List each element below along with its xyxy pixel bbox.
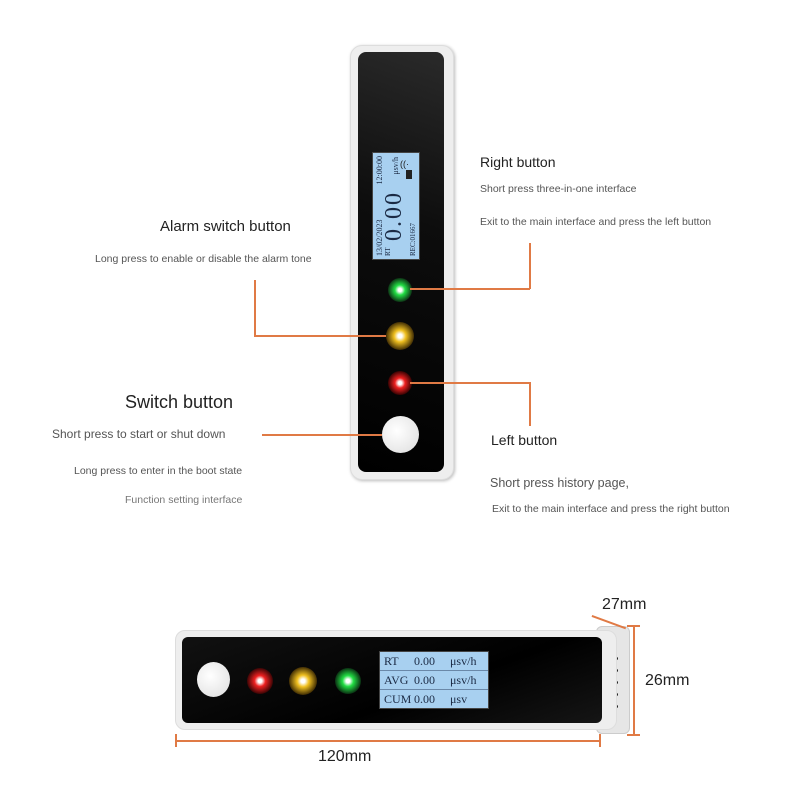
alarm-button-title: Alarm switch button xyxy=(160,218,291,235)
right-button-desc: Exit to the main interface and press the… xyxy=(480,216,712,228)
battery-icon xyxy=(406,170,412,179)
dimension-tick xyxy=(627,734,640,736)
lcd-unit: μsv xyxy=(450,691,468,706)
dimension-tick xyxy=(599,734,601,747)
yellow-led xyxy=(386,322,414,350)
alarm-callout-line-h xyxy=(254,335,386,337)
left-callout-line xyxy=(529,382,531,426)
right-button-desc: Short press three-in-one interface xyxy=(480,183,637,195)
lcd-value: 0.00 xyxy=(381,191,407,241)
lcd-value: 0.00 xyxy=(414,653,435,668)
device-face xyxy=(358,52,444,472)
lcd-unit: μsv/h xyxy=(450,672,477,687)
depth-label: 27mm xyxy=(602,596,647,613)
red-led xyxy=(388,371,412,395)
left-button-title: Left button xyxy=(491,432,558,448)
lcd-rec: REC:01667 xyxy=(409,222,417,256)
lcd-mode: RT xyxy=(384,247,392,256)
alarm-button-desc: Long press to enable or disable the alar… xyxy=(95,253,312,265)
lcd-unit: μsv/h xyxy=(450,653,477,668)
lcd-label: CUM xyxy=(384,691,412,706)
height-label: 26mm xyxy=(645,672,690,689)
lcd-row: AVG 0.00 μsv/h xyxy=(380,671,488,690)
height-dimension-line xyxy=(633,625,635,735)
left-button-desc: Short press history page, xyxy=(490,476,629,490)
lcd-value: 0.00 xyxy=(414,691,435,706)
right-callout-line xyxy=(529,243,531,289)
right-callout-line-h xyxy=(410,288,530,290)
power-button[interactable] xyxy=(382,416,419,453)
alarm-callout-line xyxy=(254,280,256,336)
length-dimension-line xyxy=(175,740,600,742)
lcd-unit: μsv/h xyxy=(391,157,400,175)
yellow-led xyxy=(289,667,317,695)
switch-button-desc: Short press to start or shut down xyxy=(52,427,226,441)
power-button[interactable] xyxy=(197,662,230,697)
switch-button-desc: Long press to enter in the boot state xyxy=(74,465,243,477)
switch-button-title: Switch button xyxy=(125,392,234,412)
switch-callout-line xyxy=(262,434,382,436)
red-led xyxy=(247,668,273,694)
length-label: 120mm xyxy=(318,748,372,765)
green-led xyxy=(335,668,361,694)
switch-button-desc: Function setting interface xyxy=(125,494,243,506)
left-callout-line-h xyxy=(410,382,530,384)
wifi-icon: ((· xyxy=(400,159,409,169)
dimension-tick xyxy=(175,734,177,747)
lcd-label: RT xyxy=(384,653,399,668)
vertical-lcd: 13/02/2023 12:00:00 RT 0.00 μsv/h REC:01… xyxy=(372,152,420,260)
lcd-time: 12:00:00 xyxy=(375,156,384,185)
dimension-tick xyxy=(627,625,640,627)
lcd-row: RT 0.00 μsv/h xyxy=(380,652,488,671)
left-button-desc: Exit to the main interface and press the… xyxy=(492,503,730,515)
lcd-value: 0.00 xyxy=(414,672,435,687)
green-led xyxy=(388,278,412,302)
lcd-label: AVG xyxy=(384,672,409,687)
right-button-title: Right button xyxy=(480,154,556,170)
